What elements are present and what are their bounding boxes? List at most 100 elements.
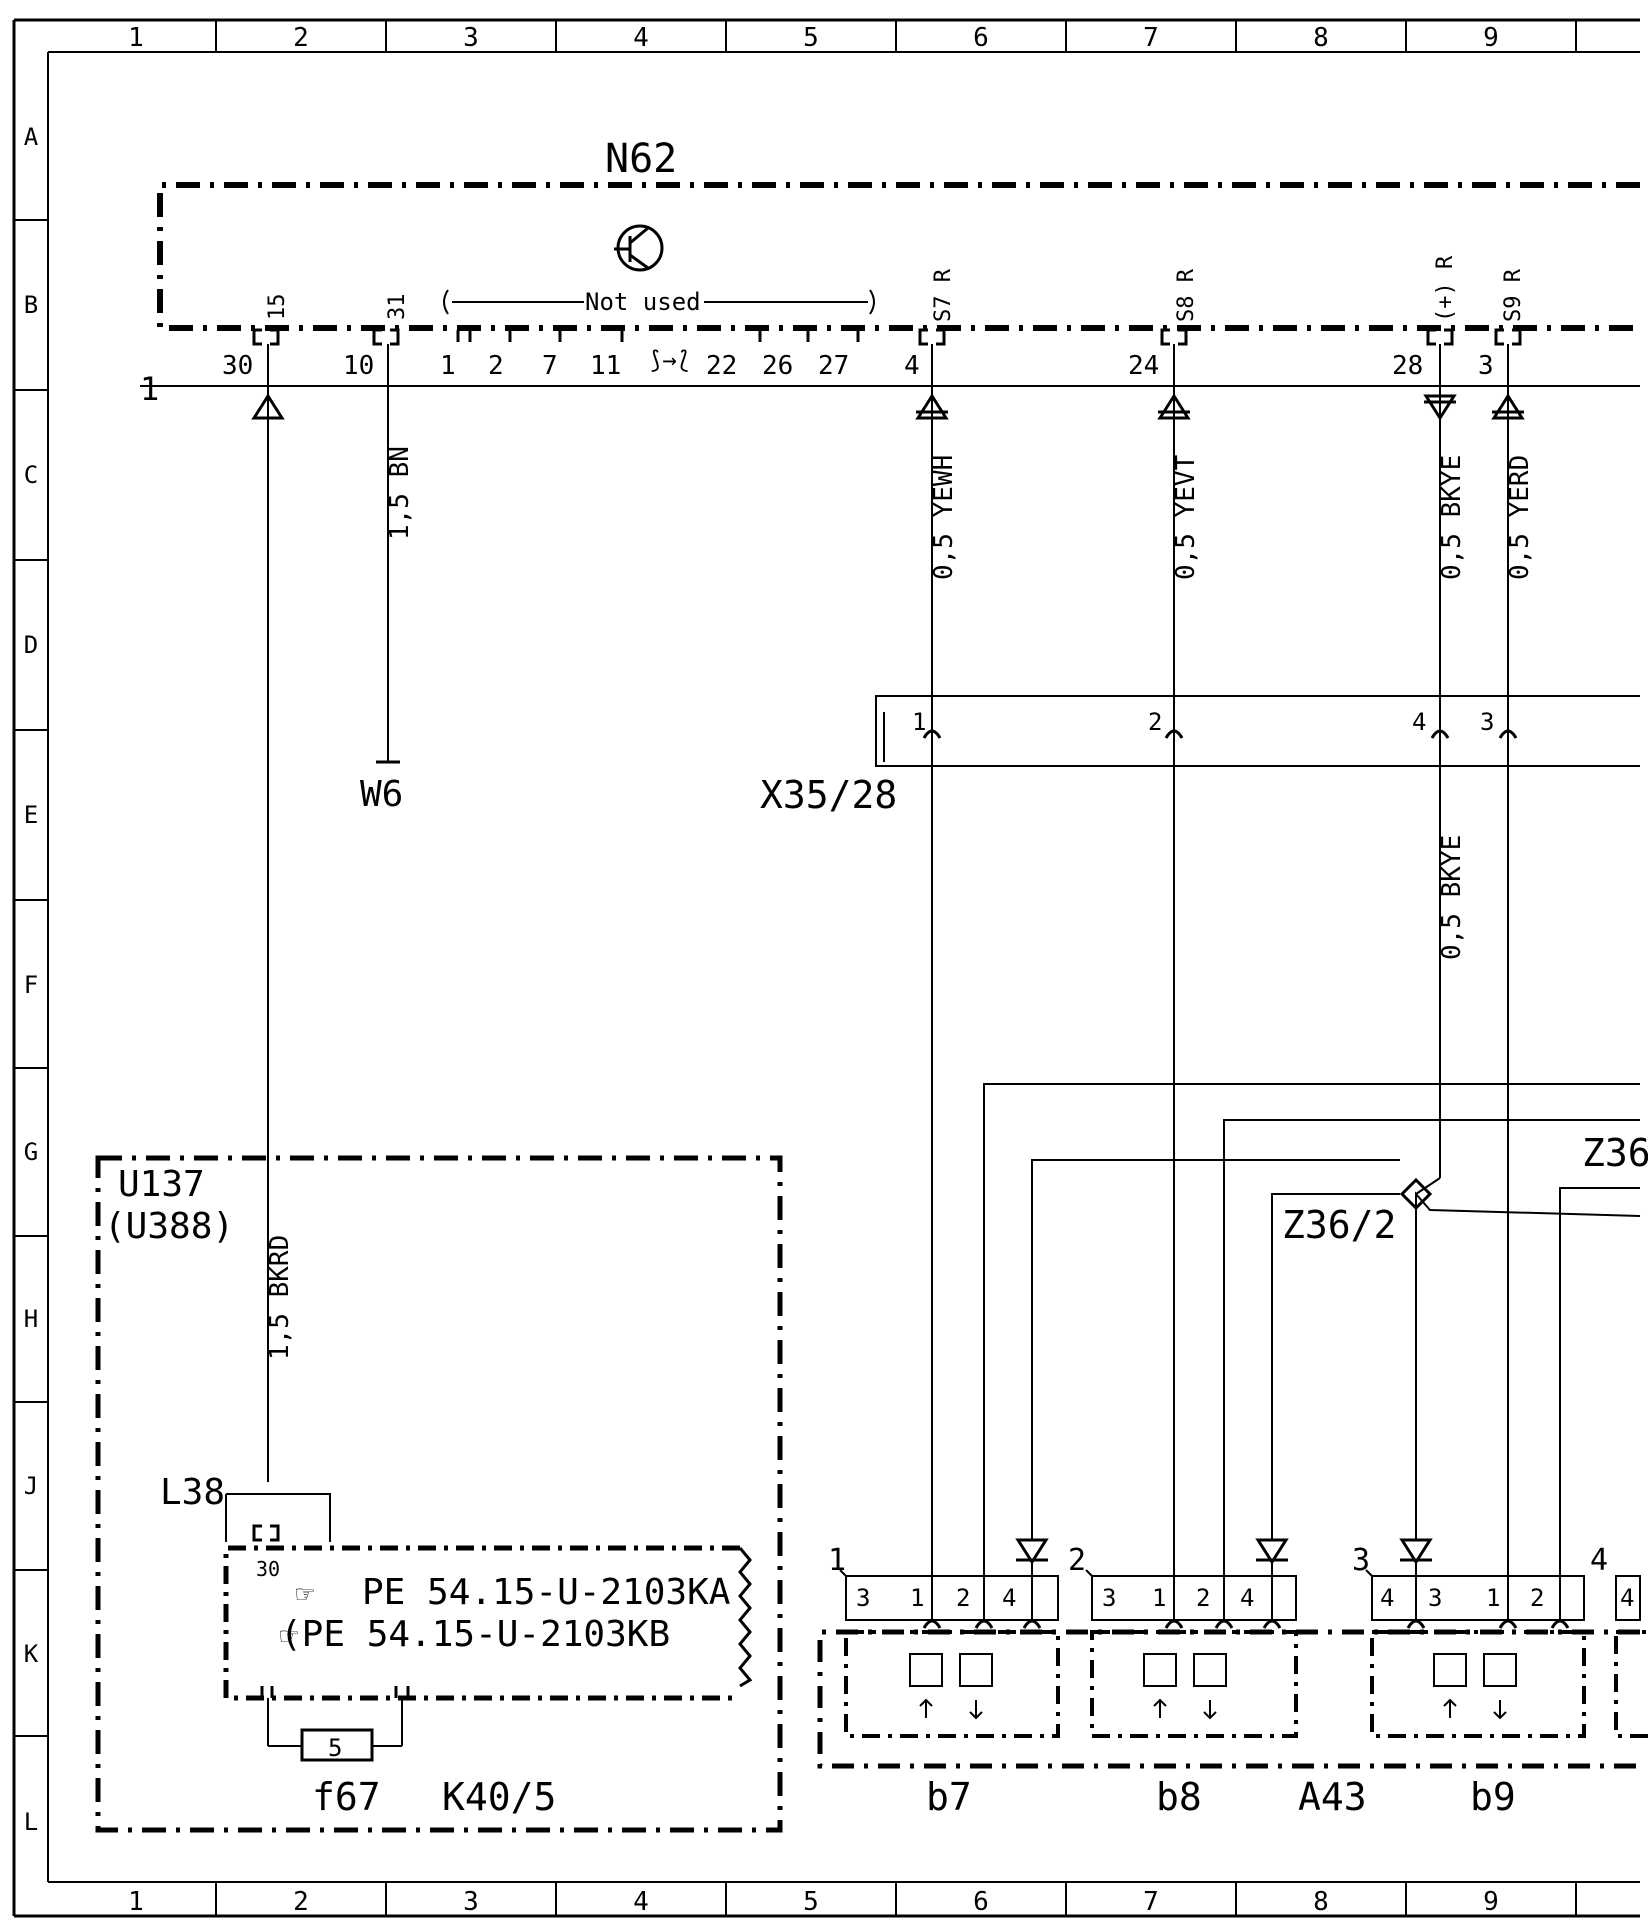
b9-pin-2: 2	[1530, 1584, 1544, 1612]
pin-2-label: 2	[488, 351, 504, 381]
pin-s9-label: S9 R	[1501, 268, 1526, 322]
grid-col-top-8: 8	[1313, 23, 1329, 53]
grid-row-F: F	[24, 971, 38, 999]
grid-row-D: D	[24, 631, 38, 659]
b8-pin-2: 2	[1196, 1584, 1210, 1612]
pin-31-label: 31	[385, 294, 410, 321]
grid-col-top-3: 3	[463, 23, 479, 53]
pin-15-label: 15	[265, 294, 290, 321]
grid-col-bottom-1: 1	[128, 1887, 144, 1917]
pin-4-label: 4	[904, 351, 920, 381]
grid-row-H: H	[24, 1305, 38, 1333]
harness-routing	[983, 1083, 1641, 1620]
grid-row-B: B	[24, 291, 38, 319]
wire-bkye2-label: 0,5 BKYE	[1437, 835, 1467, 960]
k40-5-housing	[223, 1545, 740, 1701]
grid-col-top-4: 4	[633, 23, 649, 53]
pin-7-label: 7	[542, 351, 558, 381]
connector-headers	[839, 1569, 1641, 1621]
sensor-b7	[844, 1630, 1060, 1738]
grid-col-top-6: 6	[973, 23, 989, 53]
n62-label: N62	[605, 136, 677, 182]
l38-label: L38	[160, 1472, 225, 1513]
sensor-contacts	[922, 1619, 1570, 1629]
grid-row-A: A	[24, 123, 39, 151]
b8-pin-4: 4	[1240, 1584, 1254, 1612]
relay-pin-contact	[252, 1524, 280, 1542]
pin-s7-label: S7 R	[931, 268, 956, 322]
z36-2-label: Z36/2	[1282, 1203, 1396, 1247]
x35-pin-1: 1	[912, 708, 926, 736]
grid-col-bottom-7: 7	[1143, 1887, 1159, 1917]
wire-bkrd-label: 1,5 BKRD	[265, 1235, 295, 1360]
pin-11-label: 11	[590, 351, 621, 381]
grid-col-bottom-2: 2	[293, 1887, 309, 1917]
grid-row-L: L	[24, 1808, 38, 1836]
pin-1-label: 1	[440, 351, 456, 381]
fuse-f67-wiring	[260, 1686, 410, 1747]
x35-28-label: X35/28	[760, 773, 897, 817]
wire-yevt-label: 0,5 YEVT	[1171, 454, 1201, 580]
pin-s8-label: S8 R	[1174, 268, 1199, 322]
a43-label: A43	[1298, 1775, 1367, 1819]
grid-col-top-9: 9	[1483, 23, 1499, 53]
wire-yewh-label: 0,5 YEWH	[929, 455, 959, 580]
grid-row-G: G	[24, 1138, 38, 1166]
pin-27-label: 27	[818, 351, 849, 381]
pin-30-label: 30	[222, 351, 253, 381]
b7-pin-1: 1	[910, 1584, 924, 1612]
pin-3-label: 3	[1478, 351, 1494, 381]
signal-arrows	[251, 393, 1525, 421]
grid-col-bottom-8: 8	[1313, 1887, 1329, 1917]
b8-pin-1: 1	[1152, 1584, 1166, 1612]
n62-pin-contacts	[252, 328, 1522, 346]
f67-label: f67	[312, 1775, 381, 1819]
wire-bn-label: 1,5 BN	[385, 446, 415, 540]
connector-1-label: 1	[828, 1543, 846, 1578]
b9-pin-4: 4	[1380, 1584, 1394, 1612]
b8-pin-3: 3	[1102, 1584, 1116, 1612]
connector-2-label: 2	[1068, 1543, 1086, 1578]
sensor-b9	[1370, 1630, 1586, 1738]
fuse-value: 5	[328, 1734, 342, 1762]
a43-housing	[817, 1629, 1640, 1769]
grid-row-E: E	[24, 801, 38, 829]
relay-pin-30-label: 30	[256, 1557, 280, 1581]
grid-col-top-7: 7	[1143, 23, 1159, 53]
grid-col-bottom-4: 4	[633, 1887, 649, 1917]
grid-col-bottom-6: 6	[973, 1887, 989, 1917]
z36-cut-label: Z36	[1582, 1131, 1648, 1175]
b8-label: b8	[1156, 1775, 1202, 1819]
u137-housing	[95, 1155, 783, 1833]
pe-ref-2: (PE 54.15-U-2103KB	[280, 1614, 670, 1655]
grid-col-bottom-9: 9	[1483, 1887, 1499, 1917]
grid-col-top-2: 2	[293, 23, 309, 53]
wire-bkye-label: 0,5 BKYE	[1437, 455, 1467, 580]
pe-reference-icon: ☞ ☞	[280, 1577, 314, 1654]
not-used-label: Not used	[585, 288, 701, 316]
wavy-break-icon	[738, 1547, 753, 1688]
grid-col-top-5: 5	[803, 23, 819, 53]
sensor-b8	[1090, 1630, 1298, 1738]
l38-bracket	[225, 1493, 331, 1542]
pin-plus-label: (+) R	[1433, 255, 1458, 322]
pin-range-icon: ⟆→⟅	[648, 346, 691, 374]
x35-pin-4: 4	[1412, 708, 1426, 736]
k40-5-label: K40/5	[442, 1775, 556, 1819]
pin-28-label: 28	[1392, 351, 1423, 381]
z36-2-splice-icon	[1399, 1177, 1433, 1211]
next-connector-pin: 4	[1620, 1584, 1634, 1612]
sensor-next	[1614, 1630, 1648, 1738]
grid-row-K: K	[24, 1640, 39, 1668]
connector-arrows	[1015, 1538, 1433, 1565]
x35-pin-2: 2	[1148, 708, 1162, 736]
b7-label: b7	[926, 1775, 972, 1819]
pin-26-label: 26	[762, 351, 793, 381]
pin-24-label: 24	[1128, 351, 1159, 381]
not-used-bracket: Not used	[443, 288, 875, 316]
b9-pin-3: 3	[1428, 1584, 1442, 1612]
wire-yerd-label: 0,5 YERD	[1505, 455, 1535, 580]
b7-pin-2: 2	[956, 1584, 970, 1612]
grid-row-J: J	[24, 1472, 38, 1500]
